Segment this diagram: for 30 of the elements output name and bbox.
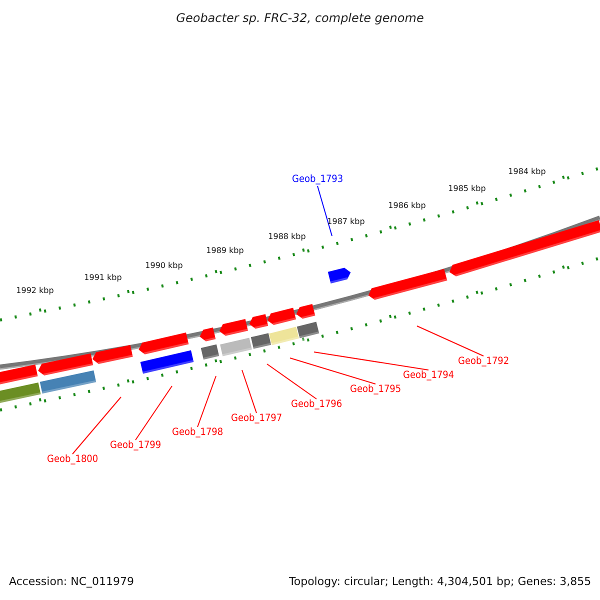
gene-label: Geob_1794: [403, 371, 454, 381]
scale-label: 1992 kbp: [16, 287, 54, 295]
scale-label: 1988 kbp: [268, 233, 306, 241]
scale-label: 1989 kbp: [206, 247, 244, 255]
leader-line: [317, 186, 332, 236]
footer-text: Accession: NC_011979: [9, 576, 134, 587]
leader-line: [197, 376, 216, 428]
gene-label: Geob_1796: [291, 400, 342, 410]
gene-label: Geob_1798: [172, 428, 224, 438]
leader-line: [416, 326, 484, 356]
gene-label: Geob_1795: [350, 385, 402, 395]
title: Geobacter sp. FRC-32, complete genome: [176, 12, 424, 24]
gene-label: Geob_1792: [458, 357, 510, 367]
gene-label: Geob_1800: [47, 455, 98, 465]
scale-label: 1984 kbp: [508, 168, 546, 176]
gene-label: Geob_1797: [231, 414, 282, 424]
scale-label: 1985 kbp: [448, 185, 486, 193]
leader-line: [314, 352, 429, 370]
leader-line: [72, 396, 122, 454]
footer-text: Topology: circular; Length: 4,304,501 bp; Genes: 3,855: [289, 576, 592, 587]
leader-line: [266, 364, 317, 400]
scale-label: 1986 kbp: [388, 202, 426, 210]
leader-line: [135, 386, 172, 440]
gene-label: Geob_1799: [110, 441, 162, 451]
leader-line: [290, 358, 376, 384]
leader-line: [242, 370, 257, 414]
scale-label: 1990 kbp: [145, 262, 183, 270]
scale-label: 1991 kbp: [84, 274, 122, 282]
scale-label: 1987 kbp: [327, 218, 365, 226]
gene-label: Geob_1793: [292, 175, 344, 185]
